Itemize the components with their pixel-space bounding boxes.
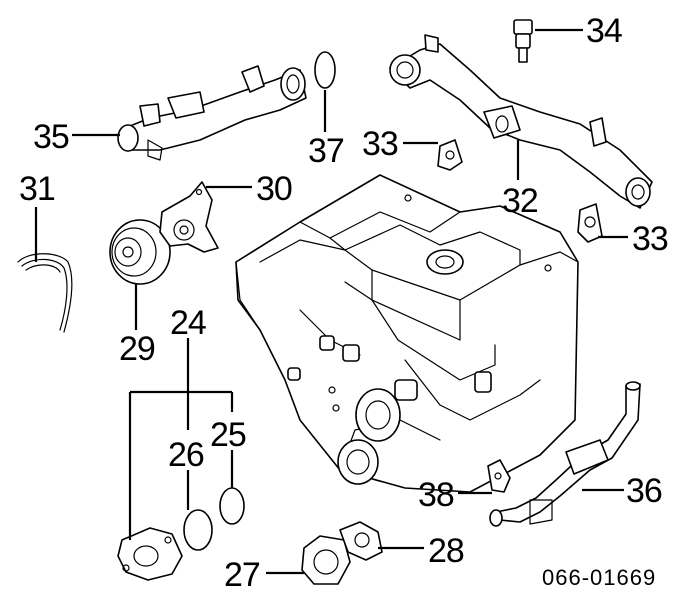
water-pump-24	[117, 527, 183, 581]
callout-33-lower: 33	[632, 220, 668, 258]
callout-26: 26	[168, 436, 204, 474]
temperature-sensor-34	[513, 19, 533, 63]
callout-30: 30	[256, 170, 292, 208]
callout-33-upper: 33	[362, 125, 398, 163]
callout-28: 28	[428, 532, 464, 570]
pulley-29	[109, 219, 171, 285]
gasket-38	[487, 459, 511, 493]
gasket-28	[339, 521, 383, 561]
diagram-code: 066-01669	[542, 565, 656, 590]
water-pipe-36	[489, 381, 641, 527]
callout-31: 31	[19, 170, 55, 208]
callout-38: 38	[418, 476, 454, 514]
gasket-33-upper	[437, 139, 463, 171]
gasket-26	[183, 509, 213, 551]
callout-27: 27	[224, 556, 260, 594]
callout-24: 24	[170, 304, 206, 342]
callout-37: 37	[308, 132, 344, 170]
gasket-37	[314, 51, 336, 89]
water-pipe-35	[117, 65, 307, 161]
callout-35: 35	[33, 118, 69, 156]
drive-belt-31	[17, 253, 73, 333]
gasket-33-lower	[577, 203, 603, 243]
water-pipe-32	[389, 34, 653, 209]
callout-36: 36	[626, 472, 662, 510]
callout-labels: 34 35 37 33 32 33 30 31 29 24 25 26 27 2…	[19, 12, 669, 594]
callout-32: 32	[502, 182, 538, 220]
gasket-25	[219, 487, 245, 525]
engine-block	[235, 174, 579, 493]
flange-30	[159, 181, 219, 253]
leader-lines	[34, 28, 628, 575]
callout-25: 25	[210, 416, 246, 454]
thermostat-housing-27	[301, 535, 351, 585]
callout-34: 34	[586, 12, 622, 50]
callout-29: 29	[119, 330, 155, 368]
